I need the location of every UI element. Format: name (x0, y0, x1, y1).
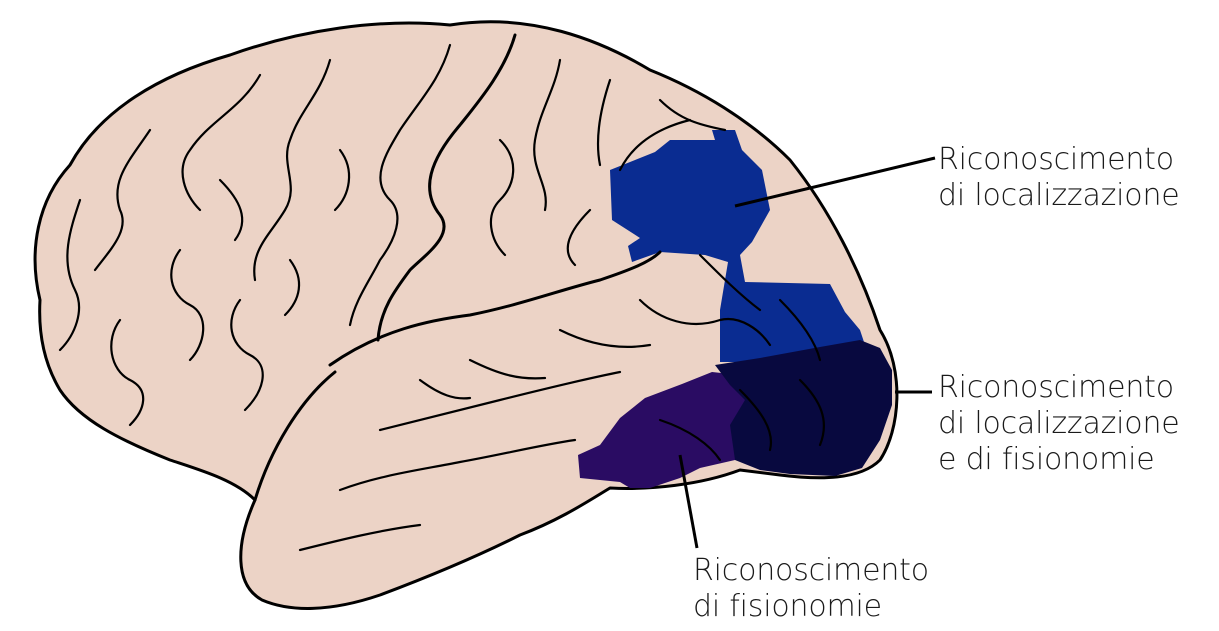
label-localization: Riconoscimento di localizzazione (938, 142, 1180, 214)
label-faces: Riconoscimento di fisionomie (693, 553, 929, 625)
label-faces-line2: di fisionomie (693, 589, 929, 625)
label-localization-line2: di localizzazione (938, 178, 1180, 214)
label-both-line3: e di fisionomie (938, 442, 1180, 478)
label-localization-and-faces: Riconoscimento di localizzazione e di fi… (938, 370, 1180, 478)
label-faces-line1: Riconoscimento (693, 553, 929, 589)
label-localization-line1: Riconoscimento (938, 142, 1180, 178)
label-both-line1: Riconoscimento (938, 370, 1180, 406)
label-both-line2: di localizzazione (938, 406, 1180, 442)
